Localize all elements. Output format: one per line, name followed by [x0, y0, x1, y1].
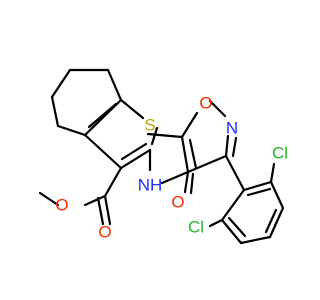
bond	[96, 196, 105, 226]
isoxazole-ring	[146, 99, 238, 174]
bond	[220, 218, 243, 245]
bond	[119, 148, 152, 170]
methyl-ester-group	[38, 166, 123, 226]
cyclohexane-ring	[50, 68, 123, 137]
bond	[188, 138, 198, 170]
bond	[103, 194, 112, 226]
ester-ether-oxygen-label: O	[55, 196, 68, 215]
ester-carbonyl-oxygen-label: O	[98, 223, 111, 242]
bond	[208, 218, 224, 228]
isoxazole-nitrogen-label: N	[226, 119, 238, 138]
bond	[160, 170, 190, 185]
bond	[56, 124, 87, 137]
bond	[120, 142, 148, 161]
dichlorophenyl-ring	[208, 154, 285, 245]
bond	[186, 154, 228, 174]
bond	[220, 188, 246, 222]
bond	[268, 206, 285, 239]
bond	[83, 133, 123, 170]
molecule-structure-diagram: S O O NH O O N Cl Cl	[38, 68, 288, 245]
bond	[231, 136, 238, 158]
bond	[227, 216, 247, 238]
bond	[224, 154, 246, 192]
isoxazole-oxygen-label: O	[199, 94, 212, 113]
chlorine-upper-label: Cl	[272, 144, 288, 163]
bond	[242, 180, 273, 192]
bond	[38, 191, 60, 207]
amide-oxygen-label: O	[171, 193, 184, 212]
bond	[269, 162, 276, 184]
bond	[246, 187, 272, 197]
amide-linkage	[148, 148, 195, 195]
bond	[189, 172, 195, 195]
bond	[119, 98, 145, 120]
bond	[239, 235, 272, 245]
bond	[146, 132, 184, 139]
bond	[183, 170, 190, 194]
bond	[180, 135, 190, 174]
bond	[106, 68, 123, 102]
bond	[83, 194, 107, 207]
bond	[87, 102, 118, 129]
bond	[224, 134, 230, 158]
chlorine-lower-label: Cl	[188, 218, 204, 237]
bond	[50, 95, 60, 128]
bond	[264, 208, 278, 234]
sulfur-atom-label: S	[144, 116, 155, 135]
bond	[50, 68, 72, 99]
atom-labels: S O O NH O O N Cl Cl	[55, 94, 288, 242]
bond	[150, 126, 159, 146]
thiophene-ring	[83, 98, 159, 170]
bond	[103, 166, 123, 198]
amide-nh-label: NH	[138, 176, 163, 195]
bond	[208, 99, 227, 118]
molecule-canvas: S O O NH O O N Cl Cl	[38, 68, 289, 245]
bond	[180, 111, 199, 139]
bond	[269, 180, 285, 210]
